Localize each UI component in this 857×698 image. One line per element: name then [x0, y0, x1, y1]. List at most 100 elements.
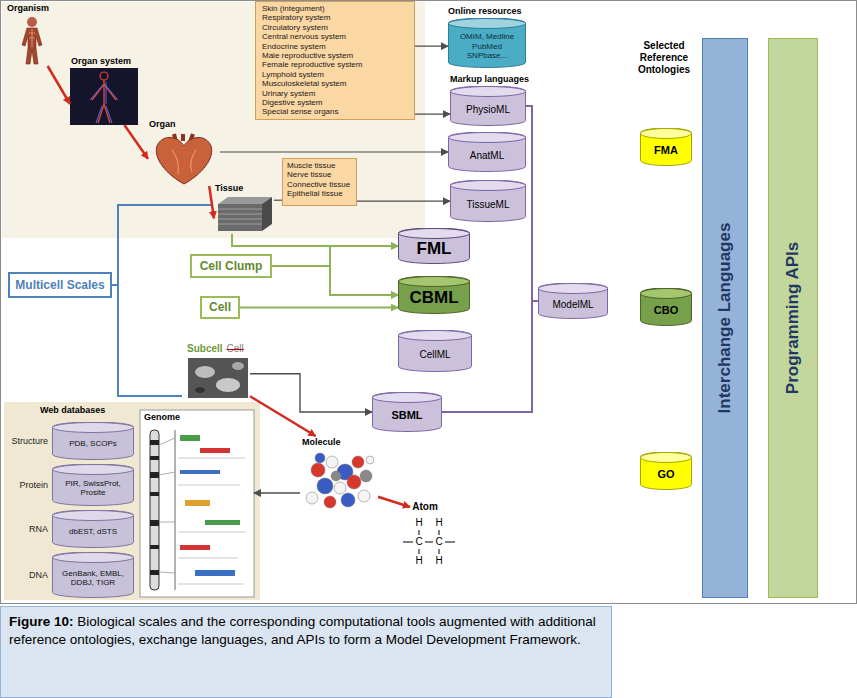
box-label: Cell	[209, 300, 231, 314]
cylinder-top	[53, 423, 134, 433]
row-label: RNA	[29, 524, 48, 535]
ontology-cylinder: FMA	[640, 128, 692, 166]
connector	[220, 151, 448, 152]
genome-picture	[140, 410, 254, 597]
cylinder-top	[399, 331, 472, 341]
api-bar: Programming APIs	[768, 38, 818, 598]
cylinder-label: AnatML	[470, 150, 504, 162]
database-panel: Web databasesStructurePDB, SCOPsProteinP…	[4, 402, 260, 600]
molecule-picture	[306, 453, 374, 508]
molecule-picture	[334, 482, 346, 494]
cylinder-body	[373, 392, 442, 432]
scale-group-box: Multicell Scales	[8, 272, 112, 298]
genome-picture	[150, 520, 159, 526]
interchange-bar: Interchange Languages	[702, 38, 748, 598]
organ-system-picture	[100, 72, 108, 80]
genome-picture	[159, 438, 175, 573]
atom-symbol: H	[414, 555, 424, 567]
tissue-picture	[262, 197, 272, 231]
genome-picture	[140, 410, 254, 597]
human-figure	[22, 17, 42, 64]
atom-symbol: H	[434, 555, 444, 567]
cylinder-top	[451, 87, 526, 97]
markup-cylinder: TissueML	[450, 180, 526, 222]
scale-label: Subcell	[187, 343, 223, 355]
connector	[378, 497, 410, 507]
list-item: Urinary system	[262, 89, 315, 98]
subcell-micrograph	[232, 362, 244, 370]
list-item: Musculoskeletal system	[262, 79, 346, 88]
cylinder-body	[53, 422, 134, 460]
tissue-figure: Tissue	[214, 182, 274, 234]
scale-label: Molecule	[302, 437, 341, 448]
cylinder-top	[449, 133, 526, 143]
database-cylinder: StructurePDB, SCOPs	[52, 422, 134, 460]
cylinder-body	[641, 128, 692, 166]
atom-symbol: H	[434, 517, 444, 529]
row-label: Structure	[11, 436, 48, 447]
cylinder-top	[53, 465, 134, 475]
genome-picture	[200, 448, 230, 453]
genome-figure: Genome	[140, 410, 254, 597]
cylinder-label: CellML	[419, 349, 450, 361]
box-label: Multicell Scales	[15, 278, 104, 292]
cylinder-body	[451, 180, 526, 222]
cylinder-body	[53, 510, 134, 548]
organ-system-picture	[90, 82, 118, 123]
figure-caption: Figure 10: Biological scales and the cor…	[9, 613, 603, 649]
atom-symbol: H	[414, 517, 424, 529]
cylinder-top	[399, 277, 470, 287]
cylinder-top	[641, 289, 692, 299]
genome-picture	[205, 520, 240, 525]
genome-picture	[150, 472, 159, 478]
cylinder-top	[641, 129, 692, 139]
cylinder-top	[451, 181, 526, 191]
human-figure	[29, 29, 35, 47]
connector	[274, 200, 282, 201]
list-item: Lymphoid system	[262, 70, 324, 79]
scale-label: Tissue	[215, 183, 243, 194]
row-label: Protein	[19, 480, 48, 491]
cylinder-label: FML	[417, 239, 452, 259]
cylinder-body	[53, 464, 134, 506]
tissue-picture	[218, 204, 262, 231]
organ-figure: Organ	[148, 118, 220, 186]
cylinder-label: TissueML	[467, 199, 510, 211]
organ-system-picture	[92, 80, 116, 123]
genome-picture	[150, 430, 159, 590]
molecule-picture	[317, 478, 333, 494]
cylinder-top	[53, 553, 134, 563]
connector	[124, 125, 148, 159]
genome-picture	[185, 500, 210, 506]
molecule-picture	[358, 490, 370, 502]
scale-box: Cell Clump	[190, 254, 272, 278]
subcell-micrograph	[216, 378, 240, 392]
cylinder-body	[641, 288, 692, 326]
cylinder-body	[539, 283, 608, 319]
database-cylinder: RNAdbEST, dSTS	[52, 510, 134, 548]
connector	[232, 234, 398, 246]
ontology-heading: Selected Reference Ontologies	[628, 40, 700, 76]
genome-picture	[180, 435, 200, 441]
organ-system-picture	[70, 68, 138, 125]
list-item: Male reproductive system	[262, 51, 353, 60]
connector	[250, 396, 316, 436]
cylinder-body	[449, 132, 526, 171]
connector	[254, 492, 300, 493]
molecule-picture	[347, 475, 361, 489]
list-item: Epithelial tissue	[287, 189, 343, 198]
organ-system-picture	[70, 68, 138, 125]
struck-label: Cell	[227, 343, 244, 355]
cylinder-body	[641, 452, 692, 490]
heart-picture	[156, 134, 211, 184]
cylinder-label: PhysioML	[466, 104, 510, 116]
connector	[415, 46, 448, 47]
subcell-micrograph	[188, 358, 248, 398]
list-item: Connective tissue	[287, 180, 350, 189]
cylinder-label: OMIM, Medline PubMed SNPbase...	[451, 32, 523, 60]
group-heading: Markup languages	[450, 74, 529, 85]
cylinder-body	[449, 18, 526, 67]
markup-cylinder: SBML	[372, 392, 442, 432]
cylinder-top	[449, 19, 526, 29]
